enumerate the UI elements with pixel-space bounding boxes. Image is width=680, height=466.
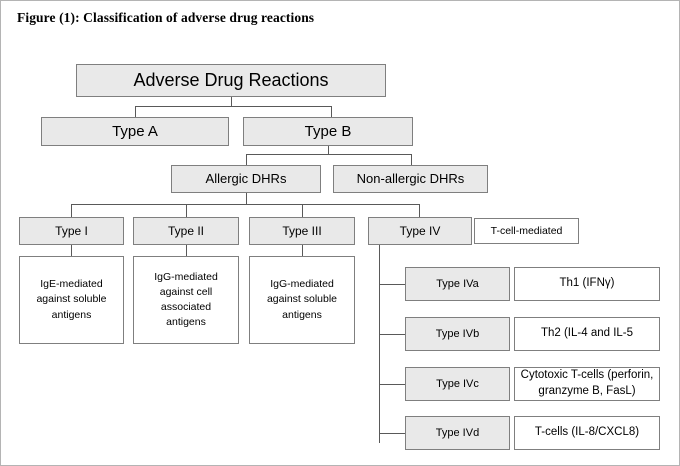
description-type-iii: IgG-mediated against soluble antigens — [249, 256, 355, 344]
node-t-cell-mediated-annotation: T-cell-mediated — [474, 218, 579, 244]
node-label: Type IVc — [436, 377, 479, 390]
node-label: Type A — [112, 122, 158, 140]
connector-level2-bus — [246, 154, 412, 155]
connector-level2-drop-nonallergic — [411, 154, 412, 165]
node-type-iii: Type III — [249, 217, 355, 245]
node-label: Adverse Drug Reactions — [133, 69, 329, 90]
connector-level3-drop-3 — [302, 204, 303, 217]
connector-subtype-stub-c — [379, 384, 405, 385]
value-text: T-cells (IL-8/CXCL8) — [534, 426, 640, 439]
connector-desc-drop-1 — [71, 245, 72, 256]
connector-subtype-stub-b — [379, 334, 405, 335]
connector-level1-drop-a — [135, 106, 136, 117]
description-type-i: IgE-mediated against soluble antigens — [19, 256, 124, 344]
description-text: IgE-mediated against soluble antigens — [36, 278, 107, 321]
connector-level1-drop-b — [331, 106, 332, 117]
node-type-ivc: Type IVc — [405, 367, 510, 401]
value-text: Th1 (IFNγ) — [559, 277, 615, 290]
node-adverse-drug-reactions: Adverse Drug Reactions — [76, 64, 386, 97]
node-type-ivd: Type IVd — [405, 416, 510, 450]
connector-subtype-stub-a — [379, 284, 405, 285]
node-type-b: Type B — [243, 117, 413, 146]
description-type-ii: IgG-mediated against cell associated ant… — [133, 256, 239, 344]
connector-level2-drop-allergic — [246, 154, 247, 165]
node-type-iv: Type IV — [368, 217, 472, 245]
description-text: IgG-mediated against cell associated ant… — [154, 270, 218, 329]
connector-level3-drop-1 — [71, 204, 72, 217]
node-label: Type IV — [399, 223, 441, 238]
connector-subtype-stub-d — [379, 433, 405, 434]
node-type-ii: Type II — [133, 217, 239, 245]
figure-caption: Figure (1): Classification of adverse dr… — [17, 10, 315, 25]
node-label: Type IVb — [435, 327, 480, 340]
node-allergic-dhrs: Allergic DHRs — [171, 165, 321, 193]
value-text: Cytotoxic T-cells (perforin, granzyme B,… — [520, 369, 654, 397]
node-label: Type I — [55, 223, 88, 238]
connector-level3-drop-2 — [186, 204, 187, 217]
connector-typeiv-trunk — [379, 245, 380, 443]
connector-level3-drop-4 — [419, 204, 420, 217]
connector-level3-bus — [71, 204, 419, 205]
node-type-a: Type A — [41, 117, 229, 146]
value-type-ivd: T-cells (IL-8/CXCL8) — [514, 416, 660, 450]
value-text: Th2 (IL-4 and IL-5 — [540, 327, 634, 340]
connector-desc-drop-3 — [302, 245, 303, 256]
connector-root-stem — [231, 97, 232, 106]
node-label: Type IVd — [435, 426, 480, 439]
connector-allergic-stem — [246, 193, 247, 204]
connector-desc-drop-2 — [186, 245, 187, 256]
node-type-i: Type I — [19, 217, 124, 245]
node-label: Type III — [282, 223, 322, 238]
node-label: Non-allergic DHRs — [356, 171, 465, 187]
value-type-ivc: Cytotoxic T-cells (perforin, granzyme B,… — [514, 367, 660, 401]
node-type-ivb: Type IVb — [405, 317, 510, 351]
connector-typeb-stem — [328, 146, 329, 154]
node-label: Type II — [167, 223, 205, 238]
node-type-iva: Type IVa — [405, 267, 510, 301]
value-type-iva: Th1 (IFNγ) — [514, 267, 660, 301]
node-label: Allergic DHRs — [205, 171, 287, 187]
connector-level1-bus — [135, 106, 332, 107]
node-label: Type IVa — [436, 277, 479, 290]
node-non-allergic-dhrs: Non-allergic DHRs — [333, 165, 488, 193]
description-text: IgG-mediated against soluble antigens — [266, 278, 338, 321]
value-type-ivb: Th2 (IL-4 and IL-5 — [514, 317, 660, 351]
node-label: Type B — [304, 122, 352, 140]
node-label: T-cell-mediated — [490, 224, 563, 237]
